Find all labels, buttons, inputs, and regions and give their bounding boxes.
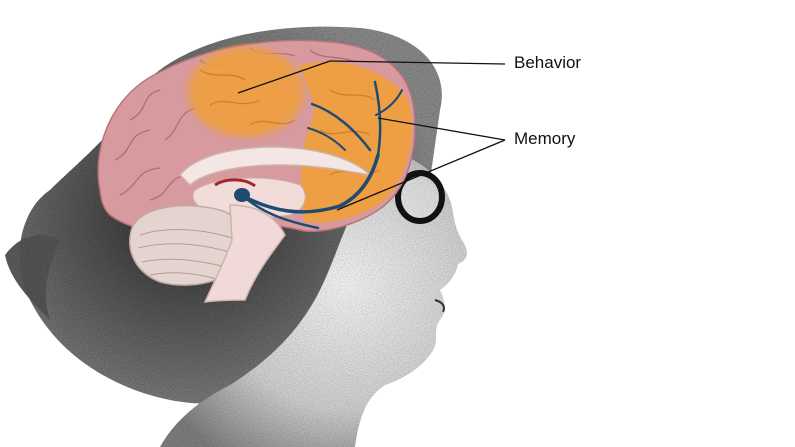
memory-leader-line-upper: [377, 117, 506, 141]
behavior-region: [182, 42, 310, 142]
memory-region: [300, 61, 413, 223]
face-profile: [160, 150, 467, 447]
memory-pathway: [241, 80, 403, 230]
leader-lines: [237, 60, 506, 211]
hippocampus-node: [234, 188, 250, 202]
behavior-label: Behavior: [514, 53, 582, 72]
behavior-leader-line: [237, 60, 331, 94]
brain: [97, 39, 416, 303]
memory-leader-line-lower: [336, 139, 506, 211]
memory-label: Memory: [514, 129, 576, 148]
behavior-leader-line-extension: [329, 60, 506, 65]
brainstem: [203, 204, 286, 303]
glasses-icon: [367, 170, 445, 224]
